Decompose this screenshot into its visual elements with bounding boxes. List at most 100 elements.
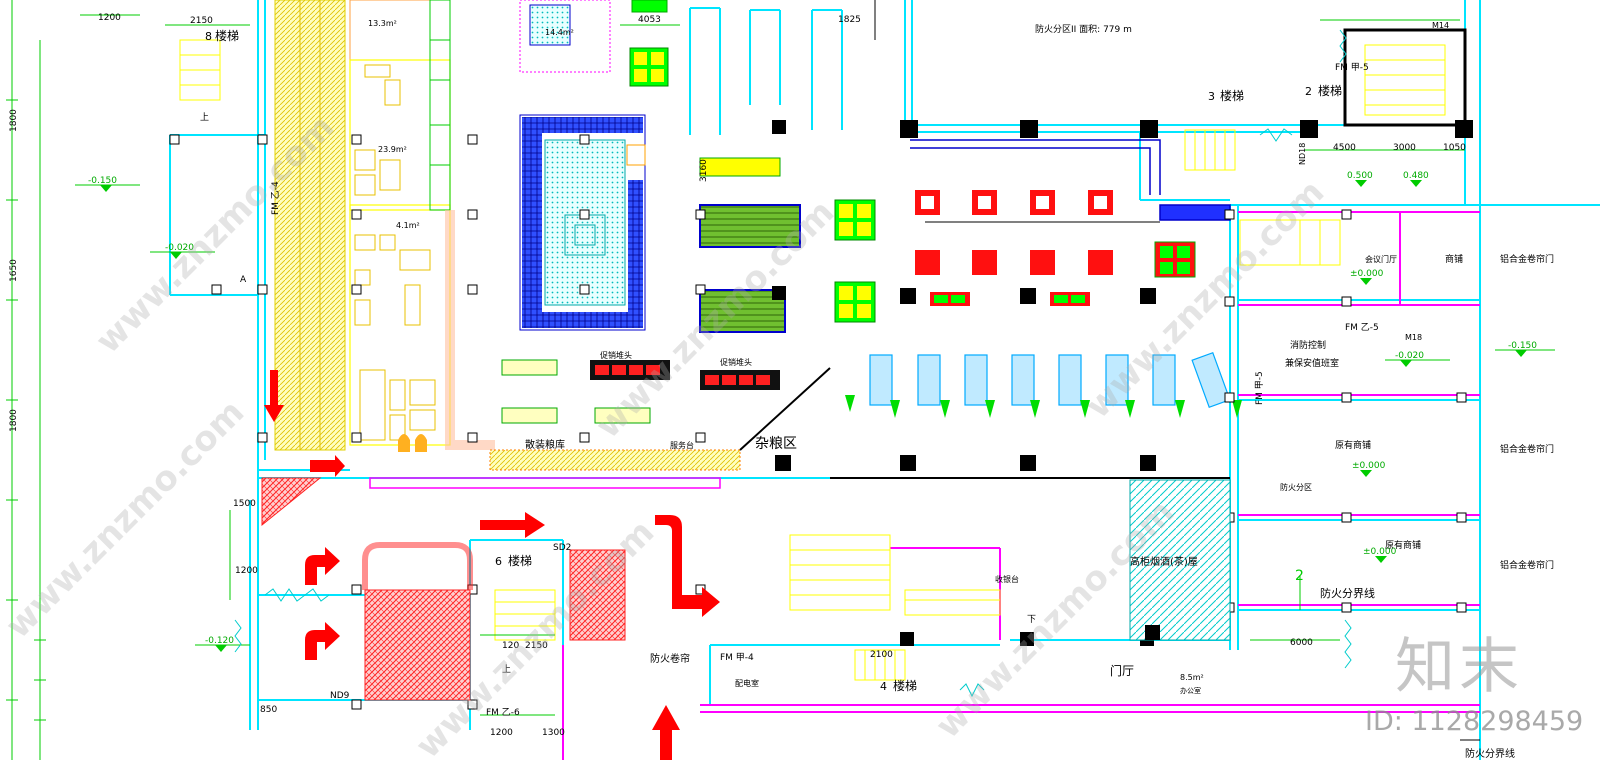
- dim-label: 6000: [1290, 638, 1313, 648]
- flow-arrows: [264, 370, 720, 760]
- room-label: 服务台: [670, 440, 694, 450]
- green-lane-arrows: [845, 395, 1242, 418]
- dim-label: 2150: [525, 641, 548, 651]
- fresh-area: [519, 0, 669, 87]
- elev-label: -0.120: [205, 636, 234, 646]
- fire-door-tag: FM 甲-4: [720, 652, 754, 663]
- watermark: www.znzmo.com: [0, 392, 252, 646]
- door-tag: M14: [1432, 21, 1449, 30]
- dim-label: 120: [502, 641, 519, 651]
- room-label: 防火卷帘: [650, 652, 690, 665]
- dim-label: 3000: [1393, 143, 1416, 153]
- room-label: 会议门厅: [1365, 254, 1397, 264]
- stair-number: 2: [1305, 85, 1312, 98]
- checkout-lanes: [869, 351, 1231, 409]
- room-label: 铝合金卷帘门: [1500, 559, 1554, 571]
- dim-label: 1050: [1443, 143, 1466, 153]
- stair-number: 8: [205, 30, 212, 43]
- room-label: 原有商铺: [1335, 439, 1371, 451]
- up-label: 上: [502, 664, 511, 675]
- down-label: 下: [1027, 615, 1036, 625]
- dim-label: 1200: [98, 13, 121, 23]
- dim-label: 1200: [235, 566, 258, 576]
- image-id-watermark: ID: 1128298459: [1365, 706, 1584, 737]
- elevation-marks: [100, 180, 1527, 652]
- stair-number: 3: [1208, 90, 1215, 103]
- room-label: 铝合金卷帘门: [1500, 443, 1554, 455]
- door-zigzags: [234, 29, 1352, 698]
- dim-label: 1825: [838, 15, 861, 25]
- elev-label: 0.480: [1403, 171, 1429, 181]
- elev-label: 0.500: [1347, 171, 1373, 181]
- dim-label: 1200: [490, 728, 513, 738]
- dim-label: 1500: [233, 499, 256, 509]
- stair-label: 楼梯: [215, 28, 239, 43]
- dim-label: 2150: [190, 16, 213, 26]
- elev-label: -0.020: [165, 243, 194, 253]
- room-label: 消防控制: [1290, 339, 1326, 351]
- room-label: 原有商铺: [1385, 539, 1421, 551]
- central-rack-island: [519, 114, 646, 331]
- room-label: 收银台: [995, 574, 1019, 584]
- area-label: 23.9m²: [378, 145, 407, 154]
- room-label: 高柜烟酒(茶)屋: [1130, 555, 1198, 568]
- pink-strip: [369, 449, 741, 489]
- pink-dotted-wall: [445, 210, 495, 450]
- elev-label: -0.150: [88, 176, 117, 186]
- fire-door-tag: FM 乙-6: [486, 707, 520, 718]
- green-room-column: [429, 0, 451, 211]
- room-label: 兼保安值班室: [1285, 357, 1339, 369]
- room-label: 防火分区: [1280, 482, 1312, 492]
- room-label: 配电室: [735, 678, 759, 688]
- room-label: 办公室: [1180, 686, 1201, 695]
- room-label: 铝合金卷帘门: [1500, 253, 1554, 265]
- elev-label: ±0.000: [1350, 269, 1384, 279]
- room-label: 商铺: [1445, 253, 1463, 265]
- door-tag: ND9: [330, 691, 350, 701]
- dim-label: 1300: [542, 728, 565, 738]
- dim-label: 4500: [1333, 143, 1356, 153]
- fire-separation: [739, 367, 1230, 479]
- area-label: 4.1m²: [396, 221, 420, 230]
- elev-label: ±0.000: [1363, 547, 1397, 557]
- fire-zone-label: 防火分区II 面积: 779 m: [1035, 23, 1132, 35]
- up-label: 上: [200, 112, 209, 123]
- stair-label: 楼梯: [893, 678, 917, 693]
- magenta-walls: [562, 211, 1480, 760]
- yellow-ramp: [274, 0, 451, 451]
- door-tag: SD2: [553, 543, 571, 553]
- green-shelf-units: [699, 157, 876, 333]
- fire-door-tag: FM 甲-5: [1335, 62, 1369, 73]
- sundry-area-label: 杂粮区: [755, 436, 797, 452]
- fire-door-tag: FM 甲-5: [1254, 371, 1265, 405]
- stair2-frame: [1343, 28, 1467, 127]
- room-label: 促销堆头: [600, 350, 632, 360]
- stair-label: 楼梯: [508, 553, 532, 568]
- fire-line-label: 防火分界线: [1320, 586, 1375, 600]
- hollow-columns: [169, 134, 1467, 710]
- stair-label: 楼梯: [1220, 88, 1244, 103]
- dimension-labels: 1200 2150 4053 1825 4500 3000 1050 1500 …: [9, 13, 1466, 738]
- bulk-area-label: 散装粮库: [525, 438, 565, 451]
- tag-labels: FM 甲-5 FM 乙-4 FM 甲-4 FM 乙-5 FM 甲-5 FM 乙-…: [240, 21, 1449, 718]
- left-dimension-chain: [6, 0, 46, 760]
- red-displays: [915, 190, 1196, 306]
- dim-label: 1650: [9, 259, 19, 282]
- area-label: 14.4m²: [545, 28, 574, 37]
- door-tag: ND18: [1298, 143, 1307, 165]
- fire-door-tag: FM 乙-5: [1345, 322, 1379, 333]
- checkout-outline: [910, 139, 1231, 221]
- hatched-rooms: [261, 477, 1231, 701]
- dim-label: 3160: [699, 159, 709, 182]
- structural-columns: [772, 120, 1473, 646]
- elev-label: ±0.000: [1352, 461, 1386, 471]
- door-tag: A: [240, 275, 247, 285]
- stair-symbols: [179, 39, 1446, 681]
- area-label: 13.3m²: [368, 19, 397, 28]
- equipment-blocks: [354, 64, 436, 441]
- dim-label: 850: [260, 705, 277, 715]
- room-labels: 8 楼梯 3 楼梯 2 楼梯 6 楼梯 4 楼梯 防火分区II 面积: 779 …: [200, 19, 1554, 760]
- fire-line-label: 防火分界线: [1465, 747, 1515, 760]
- stair-label: 楼梯: [1318, 83, 1342, 98]
